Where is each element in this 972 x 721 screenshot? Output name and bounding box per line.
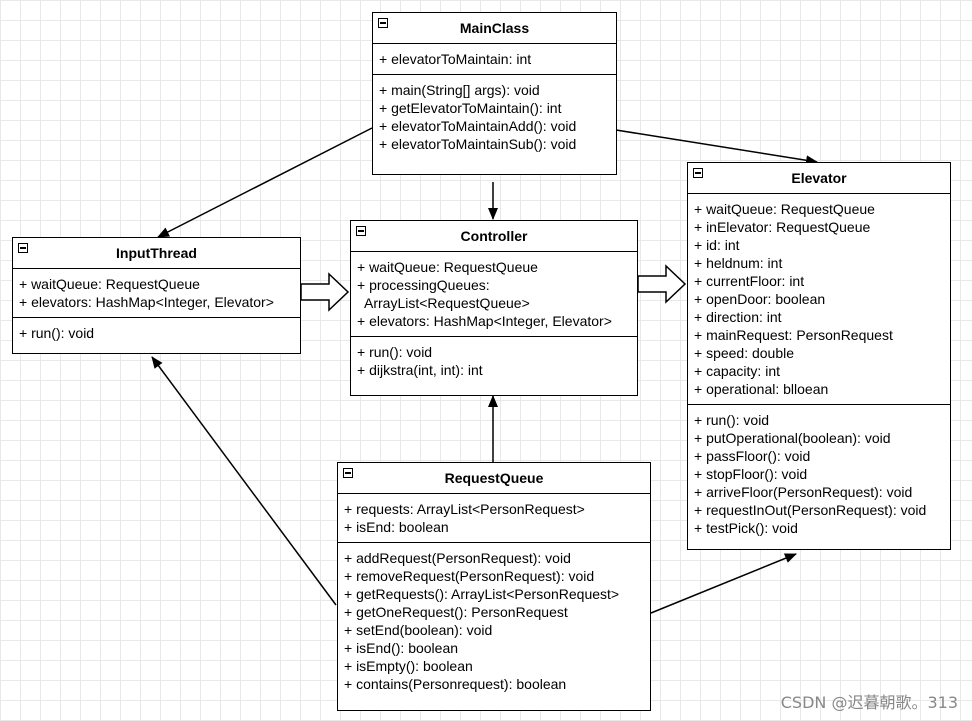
collapse-icon[interactable] [343, 468, 353, 478]
methods-section: + run(): void [13, 318, 300, 348]
class-header: InputThread [13, 238, 300, 269]
attributes-section: + requests: ArrayList<PersonRequest> + i… [338, 494, 650, 543]
method: + main(String[] args): void [379, 82, 540, 98]
method: + requestInOut(PersonRequest): void [694, 502, 927, 518]
method: + run(): void [694, 412, 770, 428]
arrow-requestqueue-to-inputthread [151, 356, 337, 606]
attribute: + speed: double [694, 345, 795, 361]
method: + run(): void [357, 344, 433, 360]
class-name: Elevator [791, 170, 847, 186]
attribute: + waitQueue: RequestQueue [19, 276, 200, 292]
collapse-icon[interactable] [693, 168, 703, 178]
attribute: + elevators: HashMap<Integer, Elevator> [19, 294, 274, 310]
class-name: Controller [460, 228, 528, 244]
block-arrow-controller-to-elevator [637, 264, 687, 304]
class-header: Controller [351, 221, 637, 252]
method: + passFloor(): void [694, 448, 811, 464]
attribute: + openDoor: boolean [694, 291, 826, 307]
arrow-requestqueue-to-elevator [650, 553, 797, 614]
method: + stopFloor(): void [694, 466, 808, 482]
attribute: + operational: blloean [694, 381, 829, 397]
collapse-icon[interactable] [18, 243, 28, 253]
class-name: RequestQueue [444, 470, 544, 486]
collapse-icon[interactable] [356, 226, 366, 236]
arrow-mainclass-to-elevator [615, 129, 818, 166]
class-header: MainClass [373, 13, 616, 44]
attribute: + waitQueue: RequestQueue [357, 259, 538, 275]
class-name: InputThread [116, 245, 197, 261]
methods-section: + main(String[] args): void + getElevato… [373, 75, 616, 159]
method: + setEnd(boolean): void [344, 622, 493, 638]
method: + run(): void [19, 325, 95, 341]
attribute: + processingQueues: [357, 277, 490, 293]
method: + isEnd(): boolean [344, 640, 459, 656]
attribute: + heldnum: int [694, 255, 783, 271]
methods-section: + run(): void + dijkstra(int, int): int [351, 337, 637, 385]
attribute: + requests: ArrayList<PersonRequest> [344, 501, 585, 517]
class-mainclass[interactable]: MainClass + elevatorToMaintain: int + ma… [372, 12, 617, 175]
block-arrow-inputthread-to-controller [300, 272, 350, 312]
attribute: + currentFloor: int [694, 273, 805, 289]
class-requestqueue[interactable]: RequestQueue + requests: ArrayList<Perso… [337, 462, 651, 711]
attribute: + inElevator: RequestQueue [694, 219, 871, 235]
attribute: + elevatorToMaintain: int [379, 51, 532, 67]
method: + elevatorToMaintainSub(): void [379, 136, 577, 152]
attributes-section: + waitQueue: RequestQueue + inElevator: … [688, 194, 950, 405]
method: + testPick(): void [694, 520, 798, 536]
method: + addRequest(PersonRequest): void [344, 550, 571, 566]
attribute: + capacity: int [694, 363, 780, 379]
method: + elevatorToMaintainAdd(): void [379, 118, 577, 134]
attribute: + direction: int [694, 309, 782, 325]
method: + getElevatorToMaintain(): int [379, 100, 562, 116]
attribute: ArrayList<RequestQueue> [357, 295, 530, 311]
collapse-icon[interactable] [378, 18, 388, 28]
class-inputthread[interactable]: InputThread + waitQueue: RequestQueue + … [12, 237, 301, 354]
attributes-section: + waitQueue: RequestQueue + processingQu… [351, 252, 637, 337]
attribute: + isEnd: boolean [344, 519, 449, 535]
method: + getOneRequest(): PersonRequest [344, 604, 568, 620]
class-elevator[interactable]: Elevator + waitQueue: RequestQueue + inE… [687, 162, 951, 550]
watermark: CSDN @迟暮朝歌。313 [780, 693, 958, 712]
class-controller[interactable]: Controller + waitQueue: RequestQueue + p… [350, 220, 638, 396]
attribute: + waitQueue: RequestQueue [694, 201, 875, 217]
attribute: + id: int [694, 237, 740, 253]
method: + contains(Personrequest): boolean [344, 676, 567, 692]
attributes-section: + waitQueue: RequestQueue + elevators: H… [13, 269, 300, 318]
arrow-mainclass-to-inputthread [157, 127, 373, 238]
attribute: + elevators: HashMap<Integer, Elevator> [357, 313, 612, 329]
attribute: + mainRequest: PersonRequest [694, 327, 893, 343]
methods-section: + run(): void + putOperational(boolean):… [688, 405, 950, 543]
methods-section: + addRequest(PersonRequest): void + remo… [338, 543, 650, 699]
method: + removeRequest(PersonRequest): void [344, 568, 595, 584]
method: + dijkstra(int, int): int [357, 362, 483, 378]
class-header: Elevator [688, 163, 950, 194]
method: + putOperational(boolean): void [694, 430, 891, 446]
method: + getRequests(): ArrayList<PersonRequest… [344, 586, 620, 602]
class-header: RequestQueue [338, 463, 650, 494]
attributes-section: + elevatorToMaintain: int [373, 44, 616, 75]
method: + arriveFloor(PersonRequest): void [694, 484, 913, 500]
class-name: MainClass [459, 20, 530, 36]
method: + isEmpty(): boolean [344, 658, 473, 674]
